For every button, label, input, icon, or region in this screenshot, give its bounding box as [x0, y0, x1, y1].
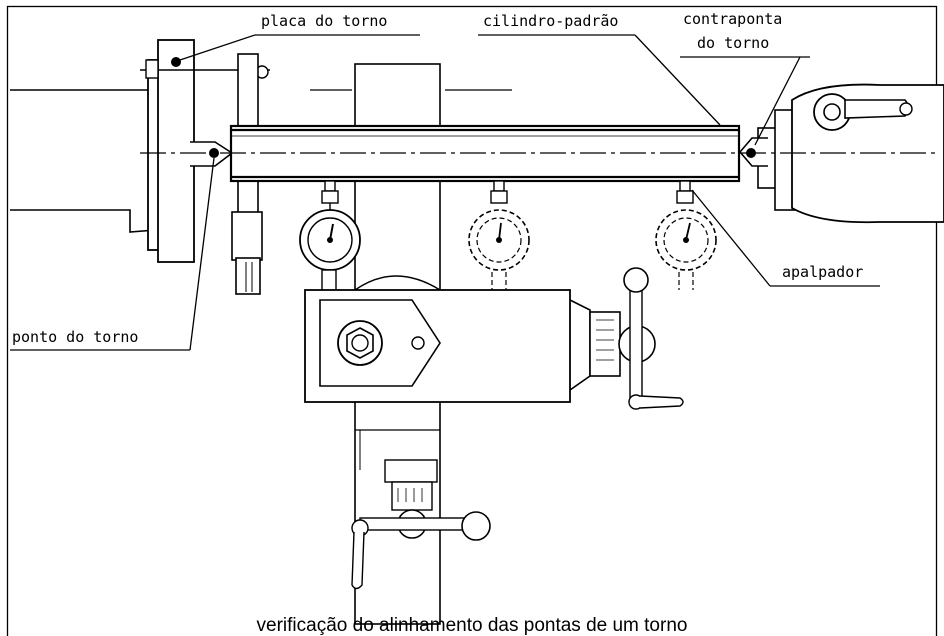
- diagram-border: [6, 5, 938, 636]
- dial-indicator-dashed-middle: [468, 180, 530, 290]
- label-probe: apalpador: [782, 263, 863, 281]
- dial-indicator-dashed-right: [655, 180, 717, 290]
- label-chuck: placa do torno: [261, 12, 387, 30]
- label-center: ponto do torno: [12, 328, 138, 346]
- label-tailstock-1: contraponta: [683, 10, 782, 28]
- cross-slide: [304, 267, 684, 410]
- compound-rest: [351, 459, 491, 590]
- dial-indicator-solid: [299, 180, 361, 301]
- headstock: [10, 39, 270, 263]
- leader-lines: [10, 34, 880, 351]
- label-cylinder: cilindro-padrão: [483, 12, 618, 30]
- figure-caption: verificação do alinhamento das pontas de…: [257, 615, 688, 636]
- label-tailstock-2: do torno: [697, 34, 769, 52]
